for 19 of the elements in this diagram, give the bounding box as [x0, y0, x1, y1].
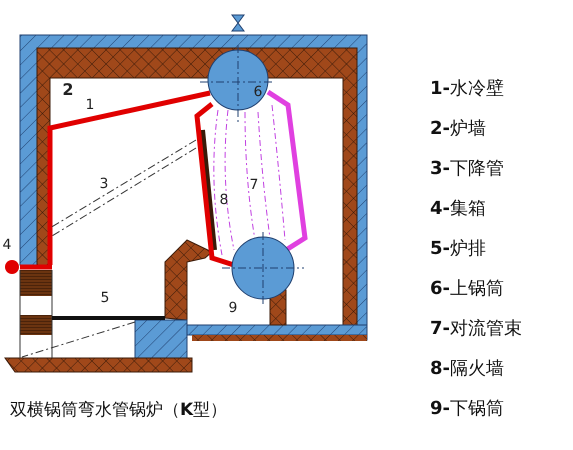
- key-entry: 8-隔火墙: [430, 360, 504, 378]
- key-entry: 6-上锅筒: [430, 280, 504, 298]
- key-entry: 7-对流管束: [430, 320, 522, 338]
- callout-number: 1: [86, 98, 94, 112]
- key-entry: 9-下锅筒: [430, 400, 504, 418]
- callout-number: 4: [2, 238, 12, 252]
- callout-number: 2: [62, 82, 74, 98]
- callout-number: 3: [100, 177, 108, 191]
- key-entry: 4-集箱: [430, 200, 486, 218]
- callout-number: 7: [250, 178, 258, 192]
- key-entry: 1-水冷壁: [430, 80, 504, 98]
- callout-number: 9: [228, 301, 238, 315]
- callout-number: 8: [220, 193, 228, 207]
- key-entry: 3-下降管: [430, 160, 504, 178]
- callout-number: 6: [254, 85, 262, 99]
- key-entry: 2-炉墙: [430, 120, 486, 138]
- caption: 双横锅筒弯水管锅炉（K型）: [10, 402, 228, 419]
- key-entry: 5-炉排: [430, 240, 486, 258]
- callout-number: 5: [100, 291, 110, 305]
